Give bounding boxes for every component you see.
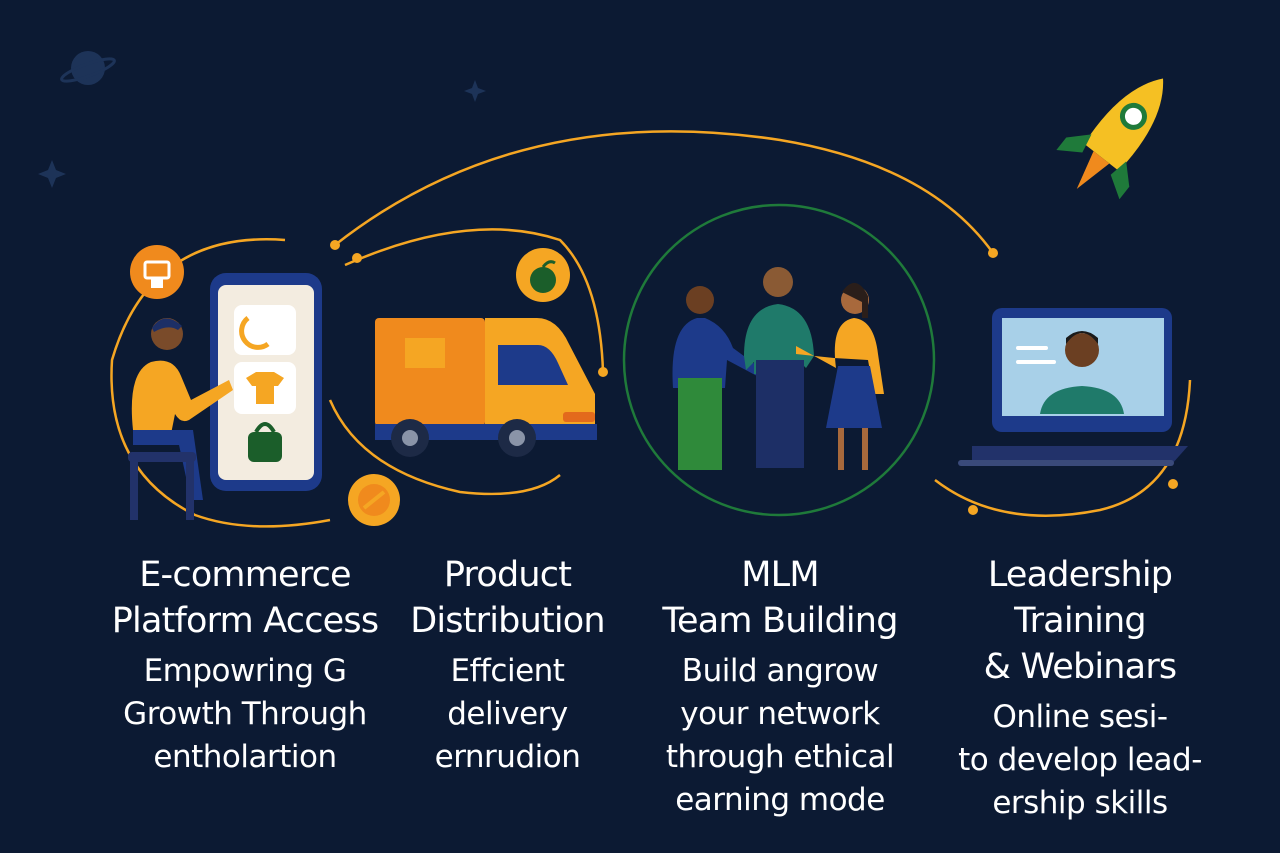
feature-description: Online sesi- to develop lead- ership ski… <box>958 699 1202 821</box>
shopper-figure <box>128 318 233 520</box>
rocket-icon <box>1056 78 1164 200</box>
feature-title: Leadership Training & Webinars <box>983 555 1178 687</box>
connection-arcs <box>110 130 1192 528</box>
feature-leadership: Leadership Training & Webinars Online se… <box>940 552 1220 825</box>
laptop-webinar-icon <box>958 308 1188 466</box>
feature-ecommerce: E-commerce Platform Access Empowring G G… <box>90 552 400 779</box>
feature-title: MLM Team Building <box>662 555 898 641</box>
sparkle-icon <box>38 80 486 188</box>
coin-icon <box>348 474 400 526</box>
delivery-truck-icon <box>375 318 597 457</box>
feature-team-building: MLM Team Building Build angrow your netw… <box>630 552 930 822</box>
feature-description: Effcient delivery ernrudion <box>434 653 581 775</box>
fruit-badge-icon <box>516 248 570 302</box>
feature-distribution: Product Distribution Effcient delivery e… <box>395 552 620 779</box>
arc-nodes <box>330 240 1178 515</box>
feature-description: Empowring G Growth Through entholartion <box>123 653 367 775</box>
team-handshake-icon <box>622 203 936 517</box>
feature-description: Build angrow your network through ethica… <box>665 653 895 818</box>
feature-title: Product Distribution <box>410 555 605 641</box>
feature-title: E-commerce Platform Access <box>111 555 379 641</box>
cart-badge-icon <box>130 245 184 299</box>
planet-icon <box>60 51 116 85</box>
illustration-scene <box>38 51 1192 528</box>
smartphone-shopping-icon <box>210 273 322 491</box>
